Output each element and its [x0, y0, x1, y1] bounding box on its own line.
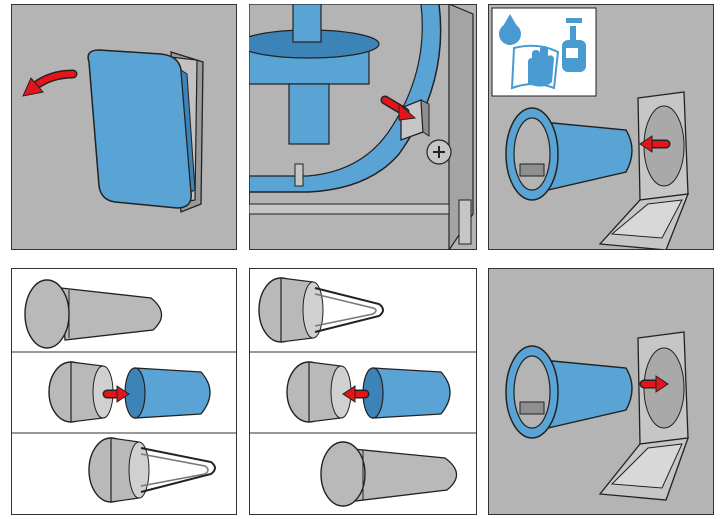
step-3-panel: [488, 4, 714, 250]
water-drop: [499, 23, 521, 45]
frame-side: [448, 4, 474, 250]
holder-and-filter-apart: [48, 361, 211, 423]
filter-cone: [541, 359, 633, 429]
holder-opening: [513, 117, 551, 191]
assembled-filter: [320, 441, 458, 507]
step-3-illustration: [488, 4, 714, 250]
hand: [528, 46, 554, 87]
arrow-head: [398, 102, 417, 121]
remove-arrow: [32, 71, 76, 89]
hinge: [458, 199, 472, 245]
step-2-illustration: [249, 4, 477, 250]
arrow-head: [116, 385, 130, 403]
step-2-panel: [249, 4, 477, 250]
cover-edge: [180, 69, 196, 193]
step-5-panel: [249, 268, 477, 515]
step-4-panel: [11, 268, 237, 515]
arrow-head: [22, 77, 44, 97]
bottle-label: [566, 48, 578, 58]
lid-inner: [610, 199, 683, 239]
step-1-illustration: [11, 4, 237, 250]
pump-head: [566, 18, 582, 23]
arrow-head: [639, 135, 653, 153]
holder-with-wire-frame: [258, 277, 384, 343]
post: [294, 163, 304, 187]
hub-shaft: [288, 83, 330, 145]
filter-cone: [541, 121, 633, 191]
front-cover: [87, 49, 192, 209]
towel: [510, 44, 560, 90]
assembled-filter: [24, 279, 163, 349]
pump-neck: [570, 26, 576, 40]
step-6-panel: [488, 268, 714, 515]
step-4-illustration: [11, 268, 237, 515]
frame-bottom: [249, 203, 450, 215]
arrow-head: [655, 375, 669, 393]
holder-clip: [519, 163, 545, 177]
step-6-illustration: [488, 268, 714, 515]
holder-clip: [519, 401, 545, 415]
screw-slot: [433, 146, 445, 158]
lid-inner: [610, 443, 683, 489]
holder-with-wire-frame: [88, 437, 216, 503]
step-5-illustration: [249, 268, 477, 515]
latch-side: [420, 99, 430, 137]
drop-tip: [502, 14, 518, 28]
step-1-panel: [11, 4, 237, 250]
new-filter-inserting: [286, 361, 451, 423]
hub-neck: [292, 4, 322, 43]
hand-hygiene-icon: [491, 7, 597, 97]
arrow-head: [342, 385, 356, 403]
holder-opening: [513, 355, 551, 429]
